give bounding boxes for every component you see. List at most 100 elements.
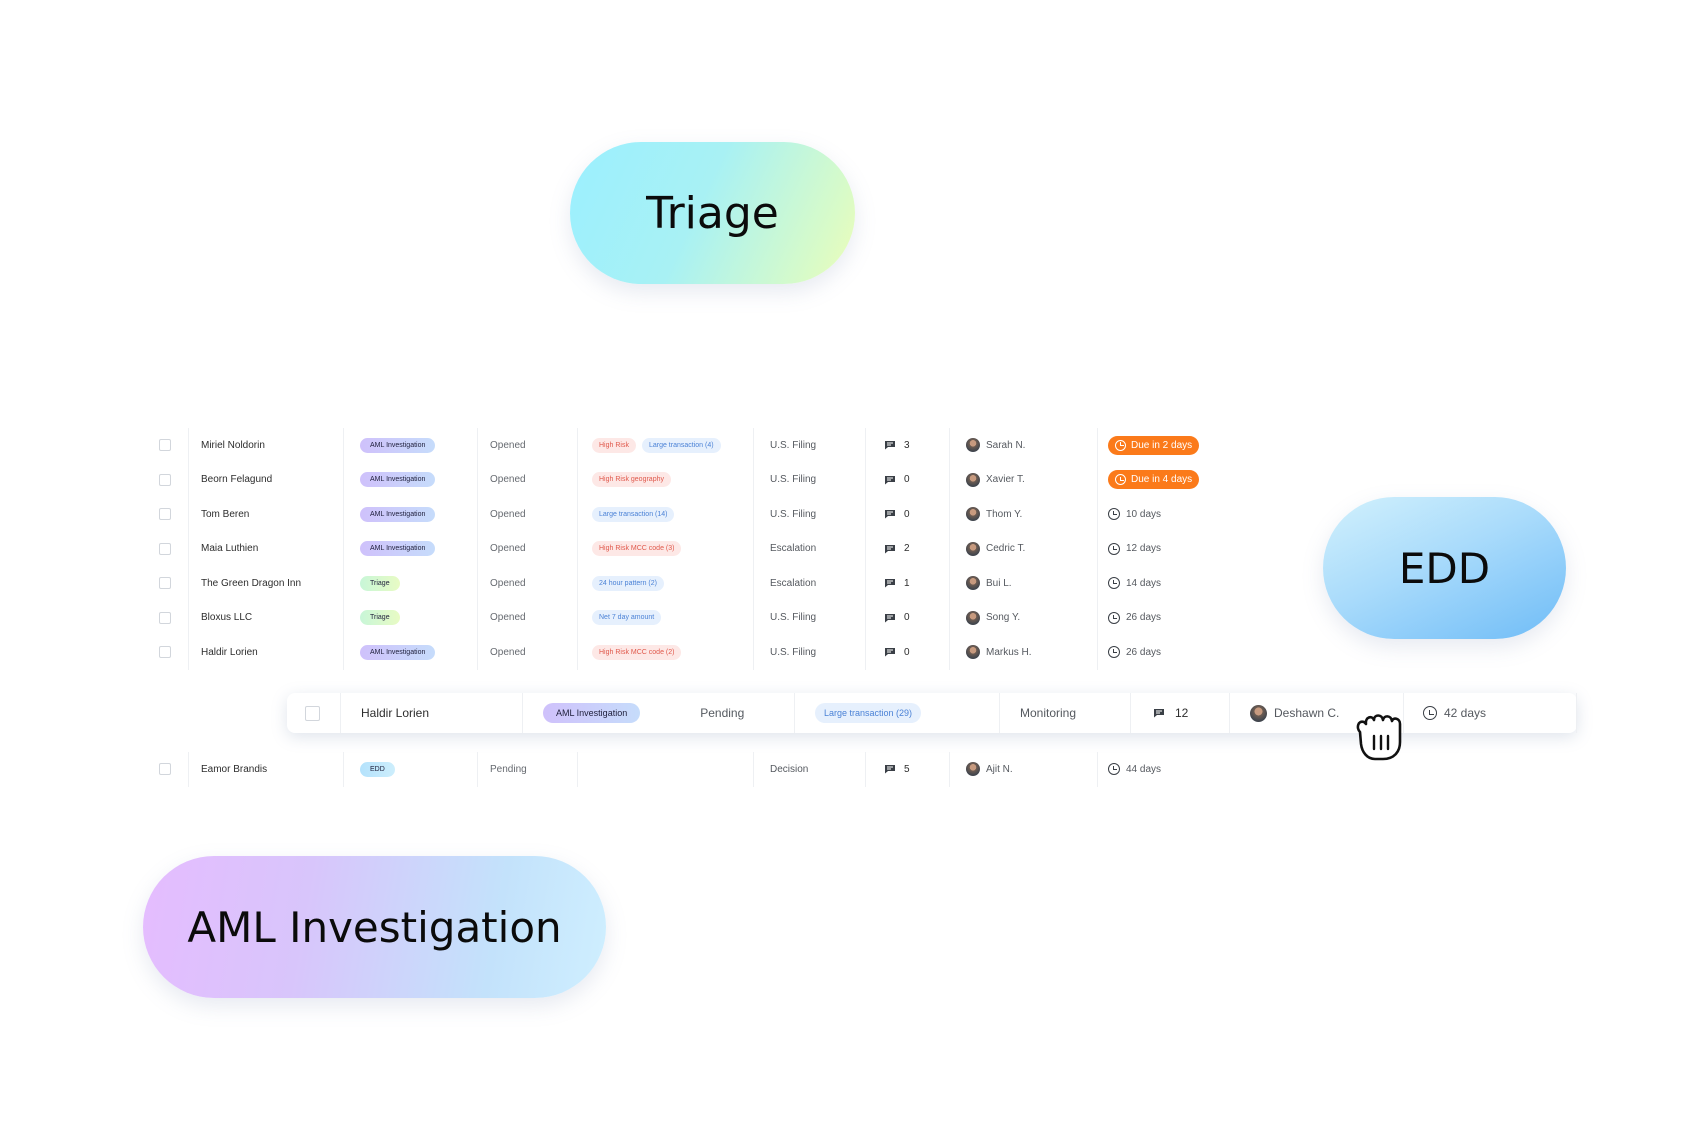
comment-count: 0 [904,646,910,658]
table-row[interactable]: Miriel Noldorin AML Investigation Opened… [145,428,1248,463]
grab-hand-icon [1356,714,1402,761]
case-status: Opened [478,600,578,635]
risk-tag: High Risk [592,437,636,453]
avatar [966,472,980,487]
case-filing: U.S. Filing [754,462,866,497]
case-status: Pending [478,752,578,787]
case-table: Miriel Noldorin AML Investigation Opened… [145,428,1248,670]
case-filing: Escalation [754,531,866,566]
case-type-badge: Triage [360,610,400,626]
row-checkbox[interactable] [159,763,171,776]
case-name: Bloxus LLC [189,600,344,635]
comment-icon [885,765,895,774]
comment-icon [885,441,895,450]
avatar [966,576,980,591]
case-filing: U.S. Filing [754,600,866,635]
case-type-badge: AML Investigation [360,541,436,557]
comment-icon [885,613,895,623]
assignee-name: Cedric T. [986,543,1026,555]
row-checkbox[interactable] [159,473,171,486]
case-name: Tom Beren [189,497,344,532]
comment-count: 12 [1175,706,1189,720]
due-text: 42 days [1444,706,1487,720]
clock-icon [1108,542,1120,555]
table-row[interactable]: Bloxus LLC Triage Opened Net 7 day amoun… [145,600,1248,635]
comment-icon [1154,709,1164,718]
assignee-name: Markus H. [986,646,1032,658]
case-filing: Monitoring [1000,693,1131,733]
case-type-badge: AML Investigation [360,506,436,522]
comment-icon [885,475,895,485]
comment-count: 5 [904,763,910,775]
row-checkbox[interactable] [159,611,171,624]
case-name: Miriel Noldorin [189,428,344,463]
avatar [966,762,980,777]
case-filing: U.S. Filing [754,428,866,463]
case-status: Opened [478,497,578,532]
comment-count: 2 [904,543,910,555]
row-checkbox[interactable] [159,646,171,659]
due-text: 10 days [1126,508,1162,520]
row-checkbox[interactable] [159,508,171,521]
comment-count: 0 [904,612,910,624]
due-text: 26 days [1126,646,1162,658]
risk-tag: 24 hour pattern (2) [592,575,664,591]
risk-tag: High Risk geography [592,472,671,488]
comment-icon [885,579,895,588]
case-name: Eamor Brandis [189,752,344,787]
risk-tag: Large transaction (4) [641,437,721,453]
case-status: Opened [478,462,578,497]
table-row[interactable]: Haldir Lorien AML Investigation Opened H… [145,635,1248,670]
row-checkbox[interactable] [159,577,171,590]
avatar [1250,704,1267,722]
due-text: 26 days [1126,612,1162,624]
clock-icon [1115,439,1126,451]
table-row[interactable]: Tom Beren AML Investigation Opened Large… [145,497,1248,532]
case-type-badge: Triage [360,575,400,591]
case-status: Pending [700,706,745,720]
case-status: Opened [478,428,578,463]
case-name: The Green Dragon Inn [189,566,344,601]
row-checkbox[interactable] [159,542,171,555]
avatar [966,610,980,625]
case-type-badge: AML Investigation [360,437,436,453]
clock-icon [1108,508,1120,521]
case-name: Maia Luthien [189,531,344,566]
case-status: Opened [478,531,578,566]
case-status: Opened [478,635,578,670]
table-row[interactable]: Maia Luthien AML Investigation Opened Hi… [145,531,1248,566]
assignee-name: Song Y. [986,612,1021,624]
assignee-name: Sarah N. [986,439,1026,451]
assignee-name: Xavier T. [986,474,1025,486]
comment-count: 3 [904,439,910,451]
table-row-last[interactable]: Eamor Brandis EDD Pending Decision 5 Aji… [145,752,1248,787]
case-name: Beorn Felagund [189,462,344,497]
comment-icon [885,510,895,519]
table-row[interactable]: The Green Dragon Inn Triage Opened 24 ho… [145,566,1248,601]
clock-icon [1108,611,1120,624]
due-text: 44 days [1126,763,1162,775]
row-checkbox[interactable] [159,439,171,452]
comment-count: 0 [904,508,910,520]
due-text: Due in 2 days [1131,439,1193,451]
case-filing: U.S. Filing [754,635,866,670]
case-name: Haldir Lorien [189,635,344,670]
assignee-name: Ajit N. [986,763,1013,775]
case-filing: Escalation [754,566,866,601]
due-text: 12 days [1126,543,1162,555]
due-text: Due in 4 days [1131,474,1193,486]
case-type-badge: AML Investigation [543,703,641,723]
assignee-name: Deshawn C. [1274,706,1340,720]
comment-count: 1 [904,577,910,589]
assignee-name: Thom Y. [986,508,1023,520]
case-filing: U.S. Filing [754,497,866,532]
clock-icon [1115,474,1126,486]
row-checkbox[interactable] [305,705,320,721]
risk-tag: Large transaction (14) [592,506,675,522]
dragged-table-row[interactable]: Haldir Lorien AML Investigation Pending … [287,693,1577,733]
comment-icon [885,544,895,554]
table-row[interactable]: Beorn Felagund AML Investigation Opened … [145,462,1248,497]
avatar [966,438,980,453]
clock-icon [1108,646,1120,659]
triage-pill: Triage [570,142,855,284]
